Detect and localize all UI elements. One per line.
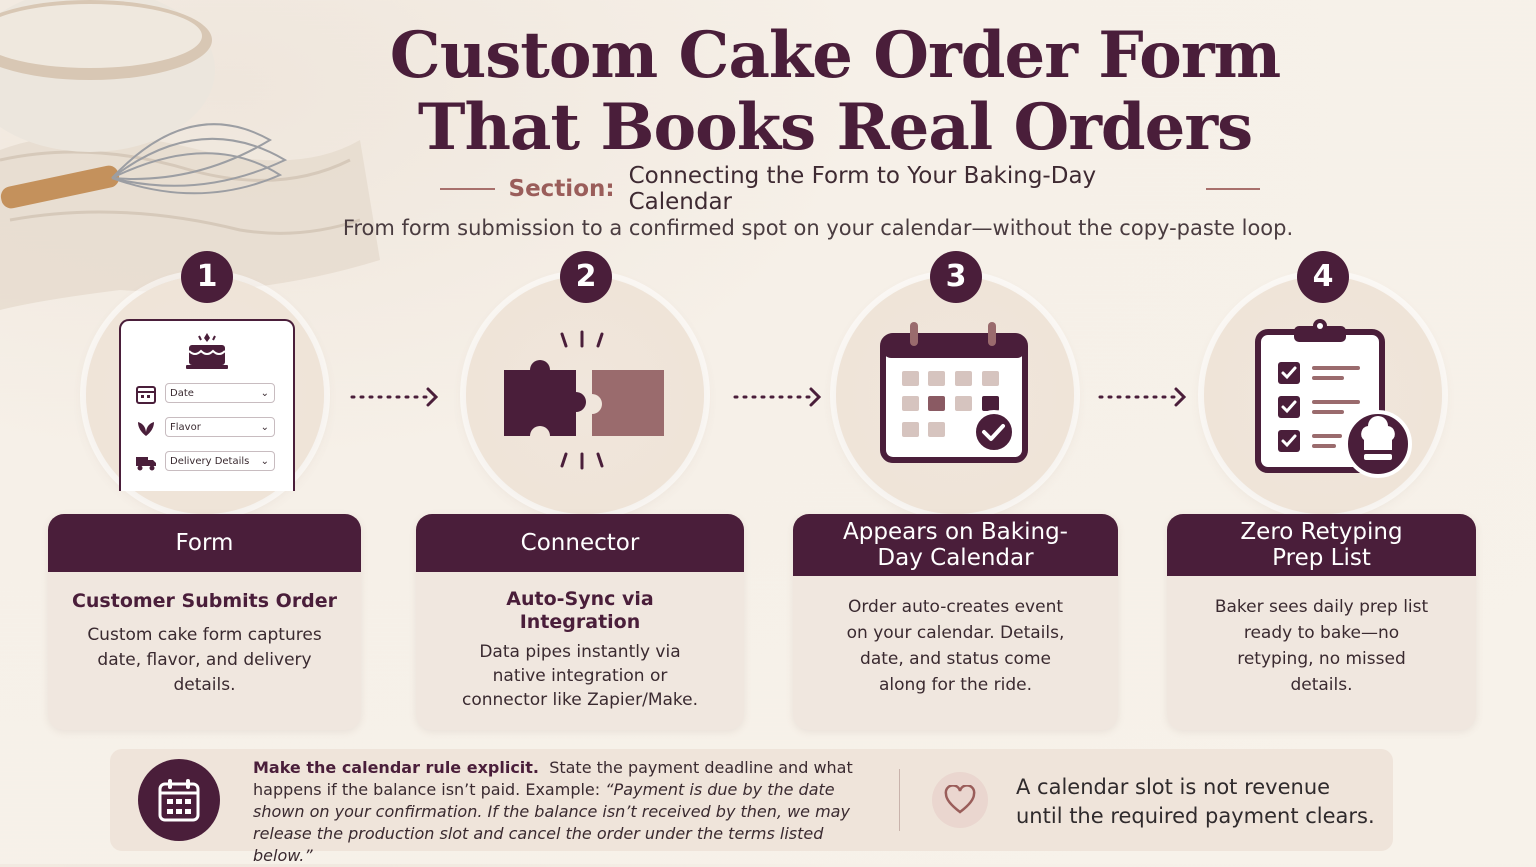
cake-icon	[186, 333, 228, 369]
calendar-badge	[138, 759, 220, 841]
calendar-rule-explanation: State the payment deadline and what happ…	[253, 758, 853, 799]
calendar-rule-text: Make the calendar rule explicit. State t…	[253, 757, 873, 867]
step-2-card: Connector Auto-Sync via Integration Data…	[416, 514, 744, 730]
arrow-2-to-3	[733, 387, 822, 407]
title-line-2: That Books Real Orders	[417, 90, 1253, 165]
subtitle: From form submission to a confirmed spot…	[342, 216, 1294, 240]
step-3-card: Appears on Baking-Day Calendar Order aut…	[793, 514, 1118, 730]
flavor-field-label: Flavor	[170, 422, 201, 433]
payment-note: A calendar slot is not revenue until the…	[1016, 775, 1375, 828]
heart-icon	[944, 785, 976, 814]
baking-decoration-image	[0, 0, 380, 310]
step-3-description: Order auto-creates event on your calenda…	[846, 597, 1065, 695]
calendar-icon	[136, 386, 156, 404]
clipboard-chef-icon	[1255, 319, 1412, 478]
step-1-card: Form Customer Submits Order Custom cake …	[48, 514, 361, 730]
cake-form-icon: Date ⌄ Flavor ⌄ Delivery Details ⌄	[119, 319, 295, 491]
leaf-icon	[138, 422, 154, 436]
chevron-down-icon: ⌄	[260, 456, 269, 467]
date-field-label: Date	[170, 388, 194, 399]
step-1-description: Custom cake form captures date, flavor, …	[87, 625, 322, 695]
title-line-1: Custom Cake Order Form	[389, 18, 1282, 93]
arrow-1-to-2	[350, 387, 439, 407]
step-1-subheading: Customer Submits Order	[71, 590, 338, 612]
section-rule-left	[440, 188, 495, 190]
calendar-icon	[158, 779, 200, 822]
delivery-field-label: Delivery Details	[170, 456, 250, 467]
section-title: Connecting the Form to Your Baking-Day C…	[628, 163, 1097, 215]
step-1-heading: Form	[48, 514, 361, 572]
delivery-details-field[interactable]: Delivery Details ⌄	[165, 451, 275, 471]
puzzle-icon	[504, 330, 664, 470]
step-4-description: Baker sees daily prep list ready to bake…	[1214, 597, 1429, 695]
page-title: Custom Cake Order Form That Books Real O…	[330, 20, 1340, 164]
section-rule-right	[1205, 188, 1261, 190]
calendar-rule-callout: Make the calendar rule explicit. State t…	[110, 749, 1393, 865]
step-4-heading: Zero Retyping Prep List	[1167, 514, 1476, 576]
step-2-subheading: Auto-Sync via Integration	[506, 588, 654, 633]
arrow-3-to-4	[1098, 387, 1187, 407]
step-3-heading: Appears on Baking-Day Calendar	[793, 514, 1118, 576]
chevron-down-icon: ⌄	[260, 388, 269, 399]
step-4-card: Zero Retyping Prep List Baker sees daily…	[1167, 514, 1476, 730]
step-4-number: 4	[1297, 251, 1349, 303]
step-2-description: Data pipes instantly via native integrat…	[461, 642, 699, 710]
callout-divider	[899, 769, 900, 831]
calendar-check-icon	[880, 322, 1028, 463]
calendar-rule-example: “Payment is due by the date shown on you…	[253, 780, 850, 865]
chevron-down-icon: ⌄	[260, 422, 269, 433]
step-2-heading: Connector	[416, 514, 744, 572]
flavor-field[interactable]: Flavor ⌄	[165, 417, 275, 437]
truck-icon	[136, 457, 156, 471]
section-header: Section: Connecting the Form to Your Bak…	[440, 163, 1261, 215]
heart-badge	[932, 772, 988, 828]
step-3-number: 3	[930, 251, 982, 303]
step-2-number: 2	[560, 251, 612, 303]
step-1-number: 1	[181, 251, 233, 303]
calendar-rule-bold: Make the calendar rule explicit.	[253, 758, 540, 777]
date-field[interactable]: Date ⌄	[165, 383, 275, 403]
section-label: Section:	[508, 176, 615, 202]
